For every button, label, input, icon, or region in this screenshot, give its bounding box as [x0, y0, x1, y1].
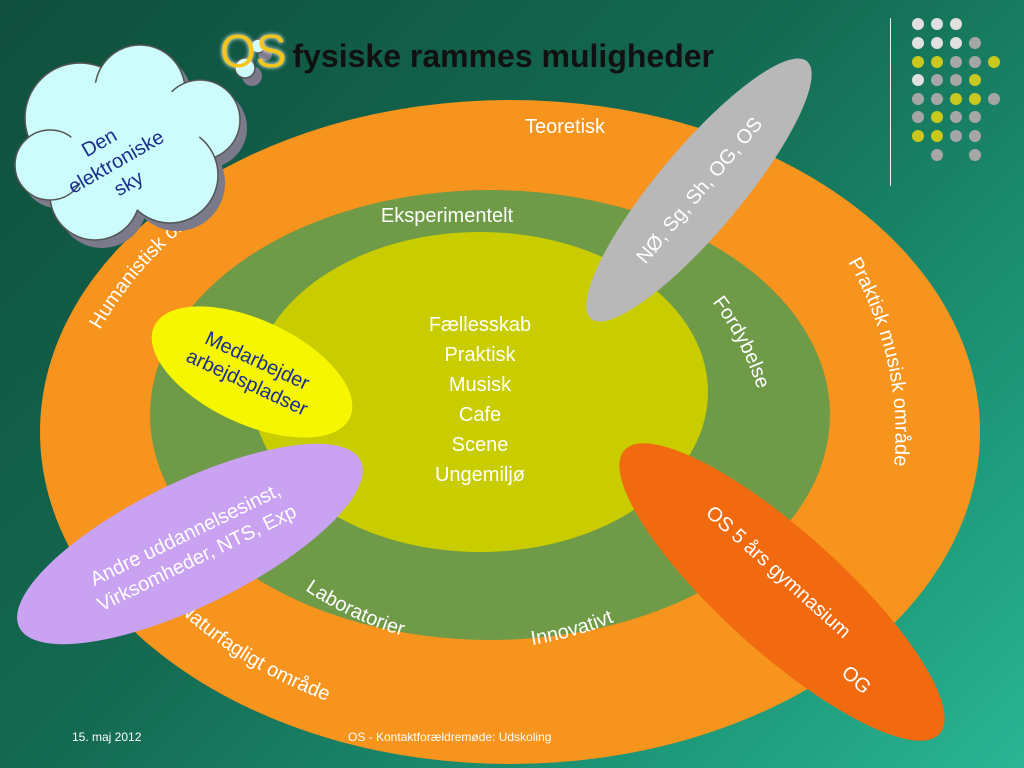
title-os: OS: [220, 25, 287, 77]
inner-item: Scene: [452, 434, 509, 456]
middle-label-top: Eksperimentelt: [381, 205, 514, 227]
inner-item: Fællesskab: [429, 314, 531, 336]
outer-label-top: Teoretisk: [525, 116, 606, 138]
title-text: fysiske rammes muligheder: [292, 38, 714, 74]
footer-date: 15. maj 2012: [72, 730, 142, 744]
dot-grid: [912, 18, 1000, 161]
andre-bubble: Andre uddannelsesinst, Virksomheder, NTS…: [17, 443, 363, 645]
inner-item: Musisk: [449, 374, 512, 396]
inner-item: Praktisk: [444, 344, 516, 366]
footer-center: OS - Kontaktforældremøde: Udskoling: [348, 730, 552, 744]
divider-line: [890, 18, 891, 186]
inner-list: Fællesskab Praktisk Musisk Cafe Scene Un…: [429, 314, 531, 486]
inner-item: Cafe: [459, 404, 501, 426]
cloud-shape: Den elektroniske sky: [14, 38, 272, 248]
inner-item: Ungemiljø: [435, 464, 525, 486]
medarbejder-bubble: Medarbejder arbejdspladser: [151, 306, 353, 438]
